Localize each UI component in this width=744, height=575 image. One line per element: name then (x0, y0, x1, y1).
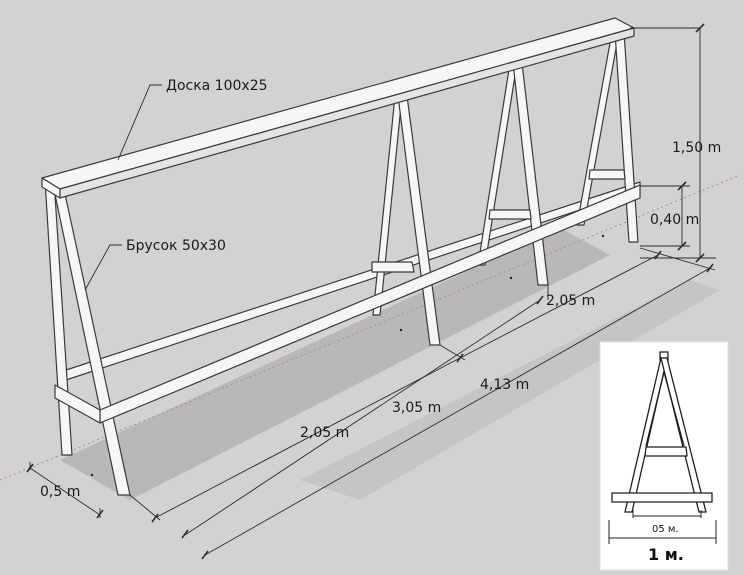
base-width-label: 0,5 m (40, 484, 80, 500)
frame-structure (41, 17, 641, 496)
dimension-lines (29, 27, 716, 556)
segment-right-label: 2,05 m (546, 293, 595, 309)
dimension-ticks (26, 23, 714, 560)
ground-shadows (60, 228, 720, 500)
right-crossbar (588, 169, 626, 180)
inset-small-label: 05 м. (652, 524, 679, 535)
left-end-crossbar (54, 384, 101, 424)
bar-label: Брусок 50х30 (126, 238, 226, 254)
inset-big-label: 1 м. (648, 545, 684, 564)
mid-right-crossbar (488, 209, 532, 220)
side-view-inset: 05 м. 1 м. (599, 341, 729, 571)
inset-a-frame (611, 351, 713, 513)
segment-front-label: 2,05 m (300, 425, 349, 441)
top-board-edge (59, 27, 635, 199)
mid-left-crossbar (371, 261, 415, 273)
total-length-label: 4,13 m (480, 377, 529, 393)
board-label: Доска 100х25 (166, 78, 268, 94)
board-leader-line (117, 84, 162, 161)
segment-mid-label: 3,05 m (392, 400, 441, 416)
height-total-label: 1,50 m (672, 140, 721, 156)
ground-reference-lines (0, 174, 741, 481)
bar-leader-line (84, 244, 122, 291)
inset-dimensions (608, 510, 717, 544)
ground-dots (90, 234, 605, 477)
height-low-label: 0,40 m (650, 212, 699, 228)
